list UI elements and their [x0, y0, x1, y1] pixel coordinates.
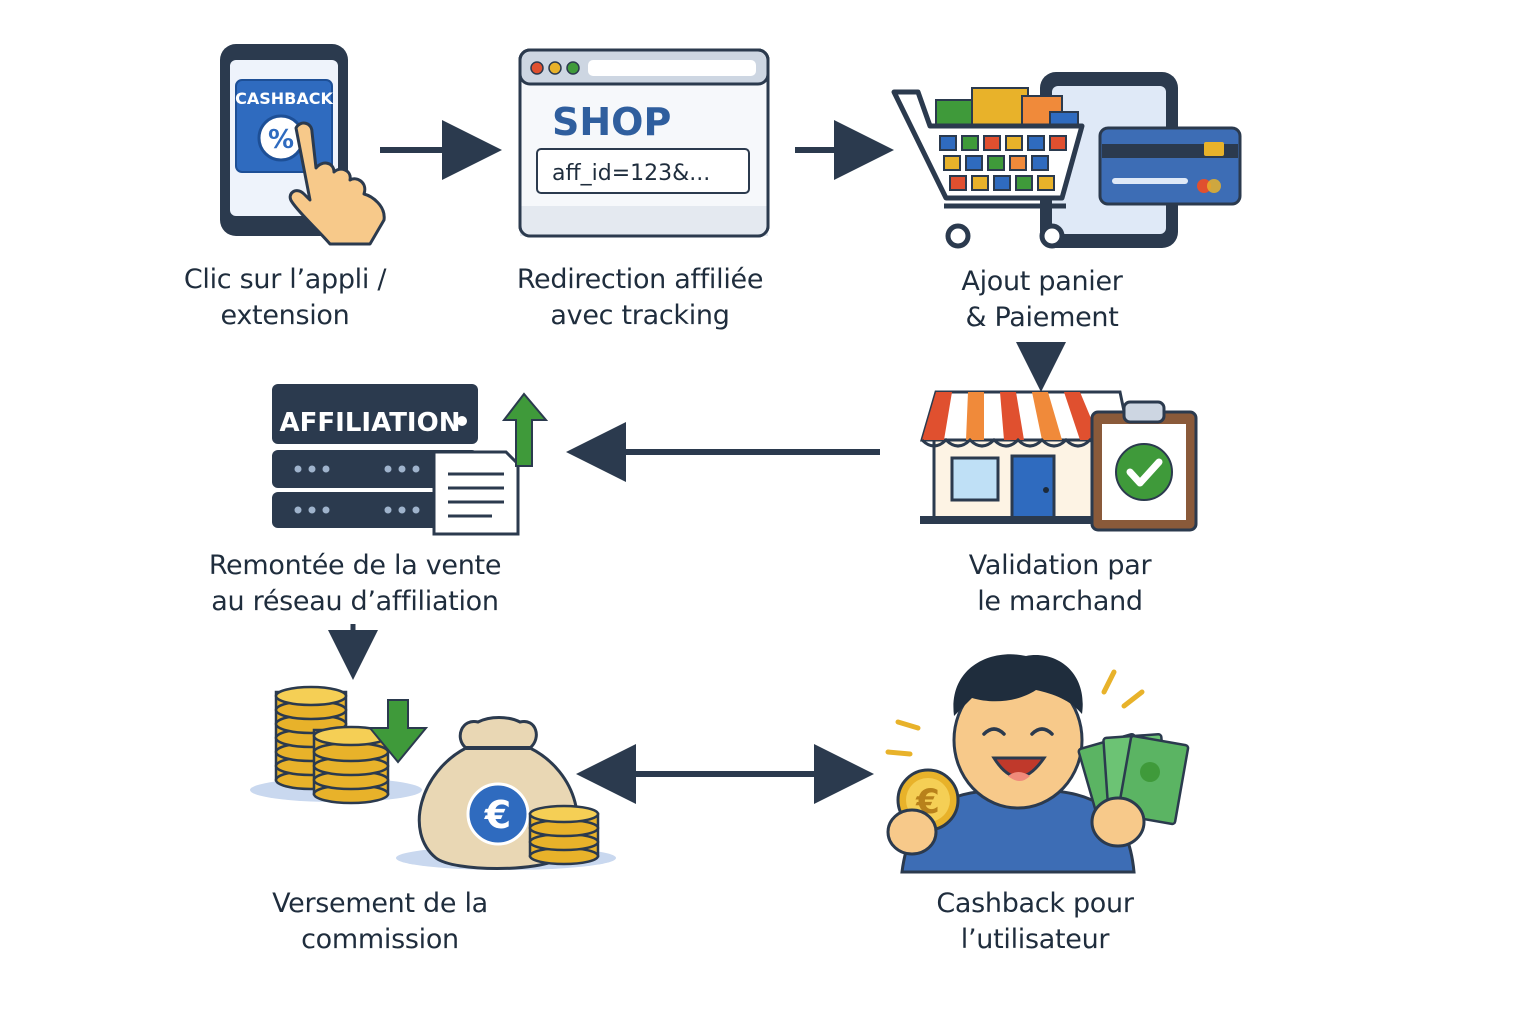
- step1-caption: Clic sur l’appli / extension: [160, 262, 410, 334]
- store-validation-icon: [920, 390, 1198, 532]
- browser-window-icon: SHOP aff_id=123&...: [518, 48, 770, 238]
- step1-caption-line2: extension: [220, 300, 350, 331]
- step5-caption-line2: au réseau d’affiliation: [211, 586, 499, 617]
- euro-symbol-bag: €: [484, 793, 511, 837]
- step2-caption-line2: avec tracking: [550, 300, 730, 331]
- step3-caption-line1: Ajout panier: [961, 266, 1123, 297]
- affiliation-server-icon: AFFILIATION: [272, 384, 549, 536]
- step1-caption-line1: Clic sur l’appli /: [183, 264, 387, 295]
- step5-caption-line1: Remontée de la vente: [208, 550, 502, 581]
- money-bag-icon: €: [250, 685, 616, 870]
- step7-caption-line1: Cashback pour: [936, 888, 1134, 919]
- affiliation-label: AFFILIATION: [280, 408, 461, 438]
- phone-tap-icon: CASHBACK %: [220, 44, 386, 246]
- step5-caption: Remontée de la vente au réseau d’affilia…: [200, 548, 510, 620]
- step6-caption-line2: commission: [301, 924, 459, 955]
- tracking-url: aff_id=123&...: [552, 161, 710, 186]
- step3-caption: Ajout panier & Paiement: [922, 264, 1162, 336]
- percent-symbol: %: [268, 125, 294, 155]
- step3-caption-line2: & Paiement: [965, 302, 1119, 333]
- step4-caption-line2: le marchand: [977, 586, 1143, 617]
- step6-caption: Versement de la commission: [250, 886, 510, 958]
- step6-caption-line1: Versement de la: [272, 888, 488, 919]
- shop-label: SHOP: [552, 100, 671, 144]
- happy-user-icon: €: [885, 654, 1190, 874]
- step4-caption-line1: Validation par: [968, 550, 1152, 581]
- step4-caption: Validation par le marchand: [930, 548, 1190, 620]
- step7-caption-line2: l’utilisateur: [960, 924, 1110, 955]
- shopping-cart-icon: [891, 72, 1242, 249]
- step7-caption: Cashback pour l’utilisateur: [910, 886, 1160, 958]
- step2-caption: Redirection affiliée avec tracking: [500, 262, 780, 334]
- step2-caption-line1: Redirection affiliée: [516, 264, 764, 295]
- cashback-badge-text: CASHBACK: [235, 89, 333, 108]
